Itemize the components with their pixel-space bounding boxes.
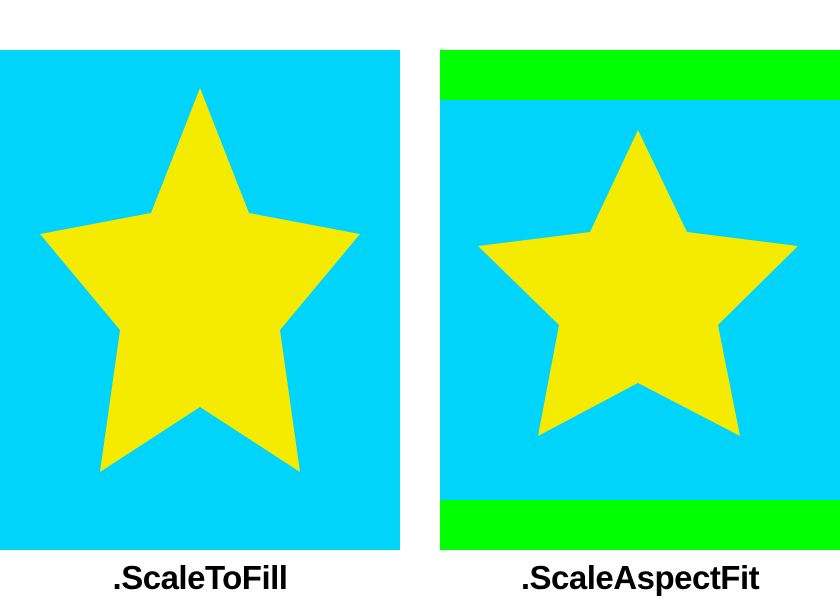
scale-aspect-fit-image [440,50,840,550]
scale-to-fill-svg [0,50,400,550]
letterbox-bar-top [440,50,840,100]
letterbox-bar-bottom [440,500,840,550]
scale-to-fill-caption: .ScaleToFill [112,559,288,596]
scale-to-fill-image [0,50,400,550]
scale-to-fill-star-icon [40,88,360,472]
scale-aspect-fit-caption: .ScaleAspectFit [520,559,760,596]
scale-aspect-fit-star-icon [478,130,798,436]
scale-aspect-fit-svg [440,50,840,550]
